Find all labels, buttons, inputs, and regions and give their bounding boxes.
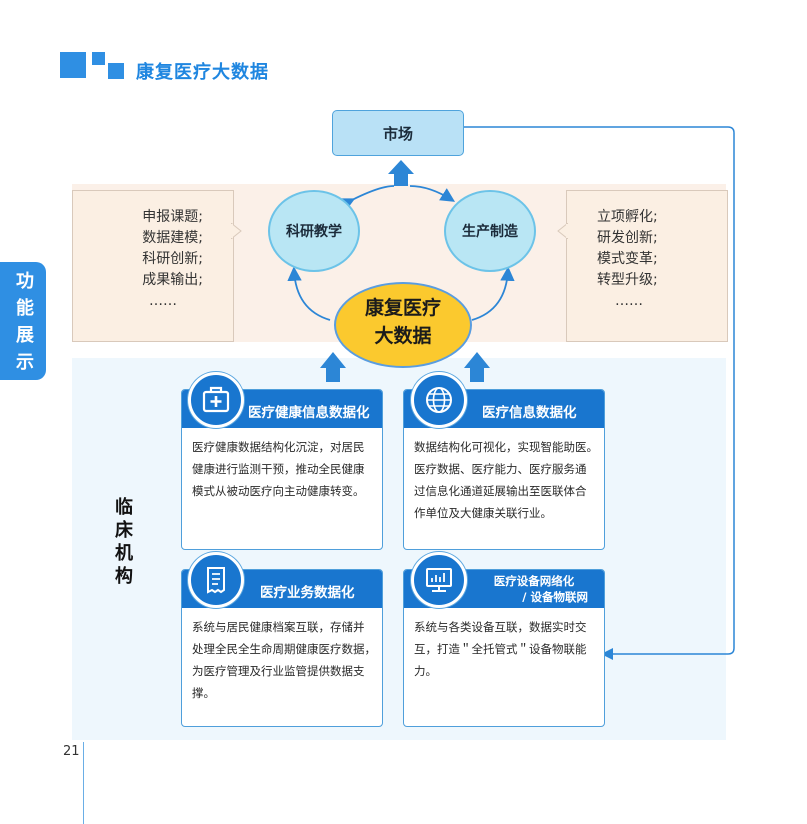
card-line: 过信息化通道延展输出至医联体合 (414, 484, 587, 498)
production-item: 研发创新; (597, 230, 658, 246)
research-items-box: 申报课题; 数据建模; 科研创新; 成果输出; …… (72, 190, 242, 342)
research-item: 数据建模; (142, 230, 203, 246)
production-item: 模式变革; (597, 251, 658, 267)
circles-arc-right (409, 185, 456, 202)
up-arrow-to-market (388, 160, 414, 186)
side-tab-label: 功能展示 (16, 271, 34, 373)
card-line: 处理全民全生命周期健康医疗数据， (192, 642, 376, 656)
card-line: 系统与各类设备互联，数据实时交 (414, 620, 587, 634)
core-label: 康复医疗 大数据 (334, 294, 472, 350)
up-arrow-left-core (320, 352, 346, 382)
production-item-ellipsis: …… (615, 293, 643, 309)
card-line: 系统与居民健康档案互联，存储并 (192, 620, 365, 634)
core-to-research-arc (287, 266, 331, 321)
card-title: 医疗设备网络化 / 设备物联网 (470, 573, 598, 605)
logo-square-medium (92, 52, 105, 65)
card-body: 系统与居民健康档案互联，存储并 处理全民全生命周期健康医疗数据， 为医疗管理及行… (192, 616, 382, 704)
card-title: 医疗信息数据化 (482, 405, 577, 421)
research-item: 成果输出; (142, 272, 203, 288)
speech-pointer-right (557, 223, 568, 239)
production-item: 立项孵化; (597, 209, 658, 225)
monitor-chart-icon (411, 552, 467, 608)
production-items-box: 立项孵化; 研发创新; 模式变革; 转型升级; …… (557, 190, 728, 342)
card-line: 健康进行监测干预，推动全民健康 (192, 462, 365, 476)
footer-divider (83, 742, 84, 824)
card-title-line1: 医疗设备网络化 (493, 574, 575, 588)
card-body: 数据结构化可视化，实现智能助医。 医疗数据、医疗能力、医疗服务通 过信息化通道延… (414, 436, 598, 524)
card-title-line2: / 设备物联网 (522, 590, 588, 604)
side-tab (0, 262, 46, 380)
research-item: 科研创新; (142, 251, 203, 267)
core-label-line1: 康复医疗 (364, 297, 441, 319)
card-line: 模式从被动医疗向主动健康转变。 (192, 484, 365, 498)
market-to-device-connector (464, 126, 735, 660)
speech-pointer-left (231, 223, 242, 239)
research-item-ellipsis: …… (149, 293, 177, 309)
logo-square-small (108, 63, 124, 79)
card-body: 医疗健康数据结构化沉淀，对居民 健康进行监测干预，推动全民健康 模式从被动医疗向… (192, 436, 376, 502)
research-item: 申报课题; (142, 209, 203, 225)
card-line: 互，打造＂全托管式＂设备物联能 (414, 642, 587, 656)
card-title: 医疗健康信息数据化 (248, 405, 370, 421)
circles-arc-left (339, 185, 395, 212)
card-line: 作单位及大健康关联行业。 (414, 506, 552, 520)
production-item: 转型升级; (597, 272, 658, 288)
medical-kit-icon (188, 372, 244, 428)
clinic-label: 临床机构 (115, 497, 133, 587)
card-line: 医疗数据、医疗能力、医疗服务通 (414, 462, 587, 476)
page-title: 康复医疗大数据 (136, 62, 269, 83)
logo-square-large (60, 52, 86, 78)
card-line: 力。 (414, 664, 437, 678)
card-device-network: 医疗设备网络化 / 设备物联网 系统与各类设备互联，数据实时交 互，打造＂全托管… (403, 569, 605, 727)
production-circle: 生产制造 (444, 190, 536, 272)
card-body: 系统与各类设备互联，数据实时交 互，打造＂全托管式＂设备物联能 力。 (414, 616, 598, 682)
card-title: 医疗业务数据化 (260, 585, 355, 601)
research-circle: 科研教学 (268, 190, 360, 272)
card-line: 医疗健康数据结构化沉淀，对居民 (192, 440, 365, 454)
card-line: 撑。 (192, 686, 215, 700)
up-arrow-right-core (464, 352, 490, 382)
document-scroll-icon (188, 552, 244, 608)
market-box: 市场 (332, 110, 464, 156)
page-number: 21 (63, 744, 80, 759)
card-line: 为医疗管理及行业监管提供数据支 (192, 664, 365, 678)
core-to-production-arc (471, 266, 515, 321)
core-circle (334, 282, 472, 368)
production-items-list: 立项孵化; 研发创新; 模式变革; 转型升级; …… (597, 207, 707, 312)
core-label-line2: 大数据 (374, 325, 432, 347)
research-items-list: 申报课题; 数据建模; 科研创新; 成果输出; …… (93, 207, 203, 312)
card-line: 数据结构化可视化，实现智能助医。 (414, 440, 598, 454)
globe-icon (411, 372, 467, 428)
